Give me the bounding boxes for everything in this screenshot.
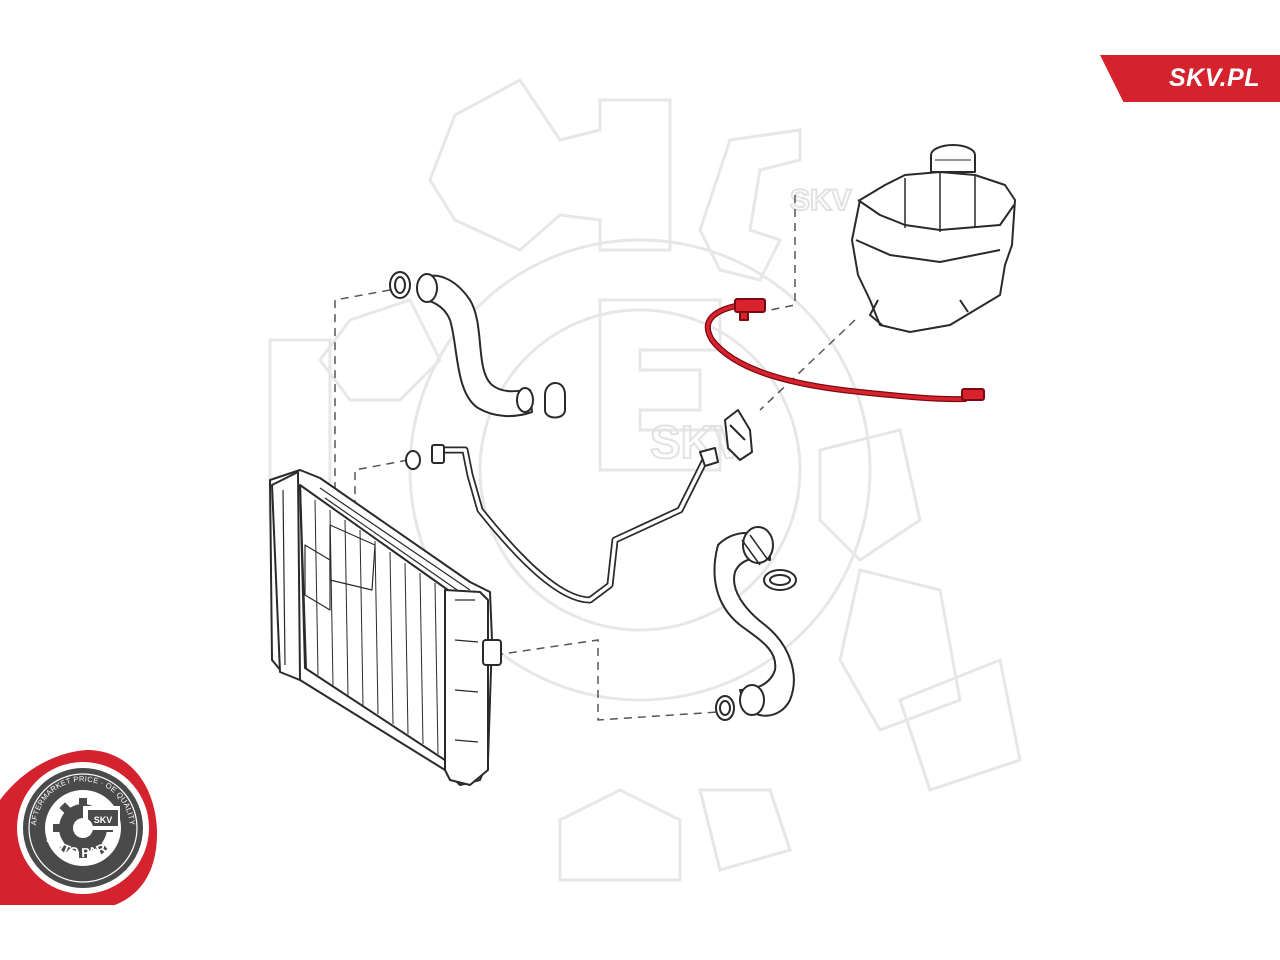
brand-site-label: SKV.PL [1168,64,1260,92]
watermark-text-top: SKV [790,184,852,217]
level-sensor-cable [704,298,985,403]
sensor-housing [724,409,753,461]
expansion-tank [851,144,1016,333]
skv-gear-logo-icon [53,798,120,858]
badge-center-text: SKV [94,815,113,825]
brand-tab: SKV.PL [1100,55,1280,102]
leader-line-sensor [759,319,856,411]
upper-radiator-hose [389,271,566,419]
lower-radiator-hose [713,526,797,721]
gear-watermark-icon [268,78,1022,882]
bleed-pipe [405,444,719,604]
leader-line-lower-hose [494,639,719,721]
radiator [269,469,502,786]
leader-line-tank [769,195,796,311]
skv-auto-parts-badge: SKV AFTERMARKET PRICE · OE QUALITY AUTO … [0,750,158,905]
